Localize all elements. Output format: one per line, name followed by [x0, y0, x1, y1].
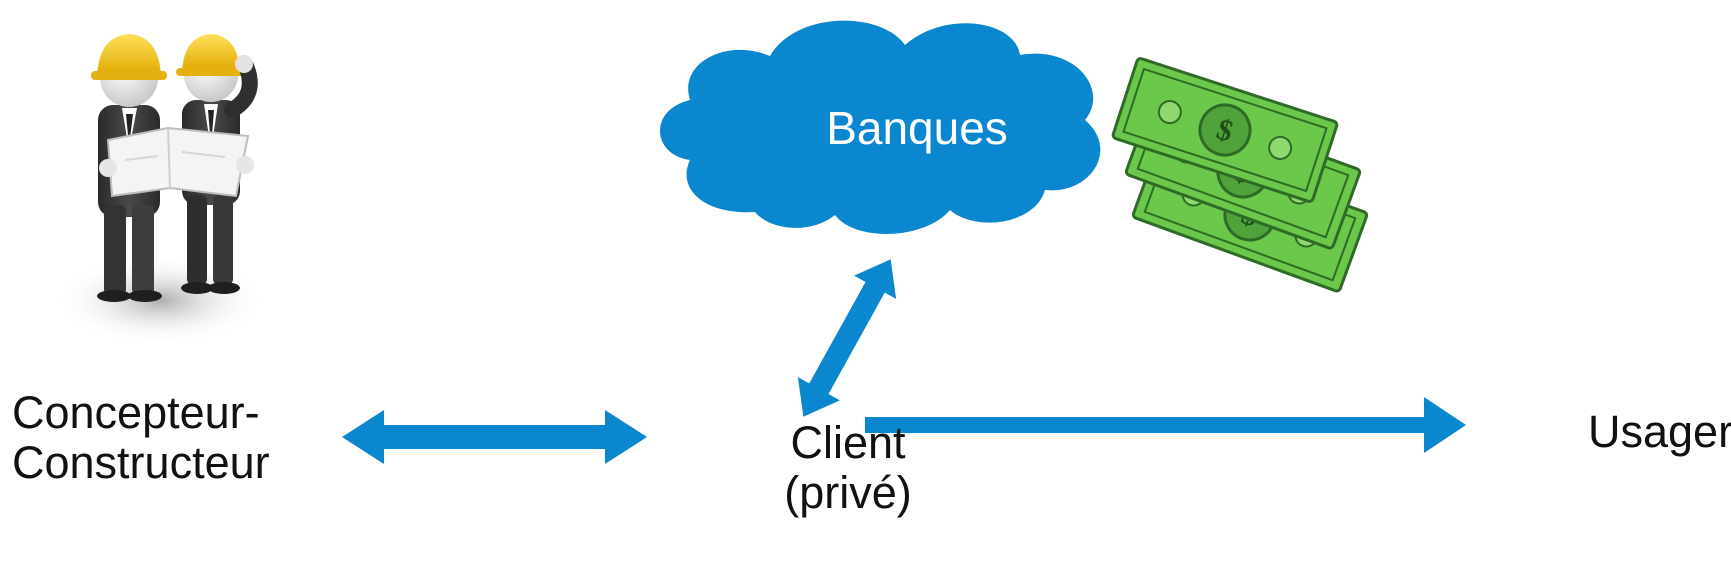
arrow-client-banques	[797, 259, 897, 417]
client-label: Client (privé)	[784, 417, 912, 518]
arrow-client-usager	[865, 397, 1466, 453]
helmet-icon	[182, 34, 240, 72]
usager-label: Usager	[1588, 406, 1731, 457]
engineers-icon	[55, 34, 265, 345]
banques-cloud	[659, 20, 1101, 234]
arrow-concepteur-client	[342, 410, 647, 464]
blueprint-icon	[99, 126, 254, 198]
helmet-icon	[97, 34, 161, 76]
bill-1: $	[1111, 57, 1339, 203]
dollar-bills-icon: $ $ $	[1111, 57, 1369, 293]
banques-label: Banques	[826, 102, 1008, 154]
cloud-shape	[659, 20, 1101, 234]
concepteur-constructeur-label: Concepteur- Constructeur	[12, 387, 270, 488]
engineers-shadow	[55, 255, 265, 345]
